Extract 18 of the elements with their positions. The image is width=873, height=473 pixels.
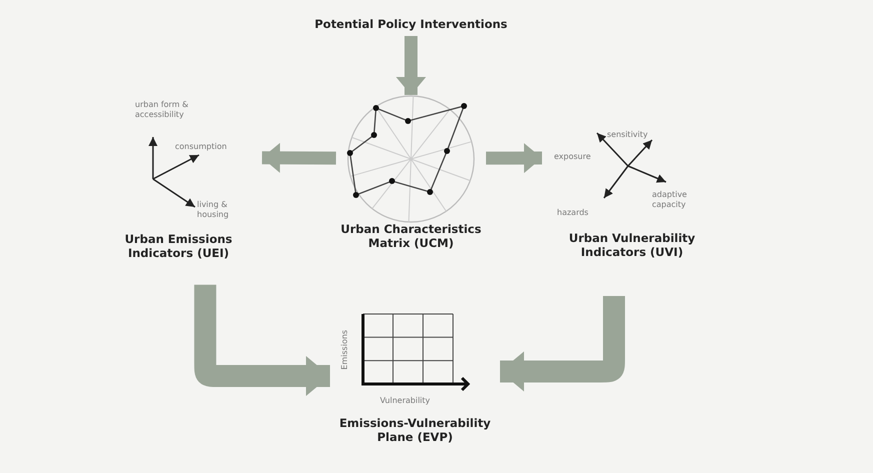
axis-label: living & housing: [197, 200, 230, 220]
node-title: Urban Characteristics Matrix (UCM): [340, 223, 482, 251]
axis-label: urban form & accessibility: [135, 100, 190, 120]
node-title: Urban Vulnerability Indicators (UVI): [568, 232, 696, 260]
axis-label: adaptive capacity: [652, 190, 688, 210]
axis-label: Vulnerability: [380, 396, 432, 406]
axis-label: consumption: [175, 142, 228, 152]
heading: Potential Policy Interventions: [314, 18, 508, 32]
axis-label: Emissions: [340, 328, 350, 372]
arrow: [486, 143, 542, 174]
axis-label: sensitivity: [607, 130, 649, 140]
arrow: [396, 36, 426, 95]
node-title: Urban Emissions Indicators (UEI): [124, 233, 234, 261]
axis-label: hazards: [557, 208, 590, 218]
node-title: Emissions-Vulnerability Plane (EVP): [338, 417, 492, 445]
axis-label: exposure: [554, 152, 592, 162]
arrow: [194, 282, 330, 396]
arrow: [262, 142, 336, 173]
